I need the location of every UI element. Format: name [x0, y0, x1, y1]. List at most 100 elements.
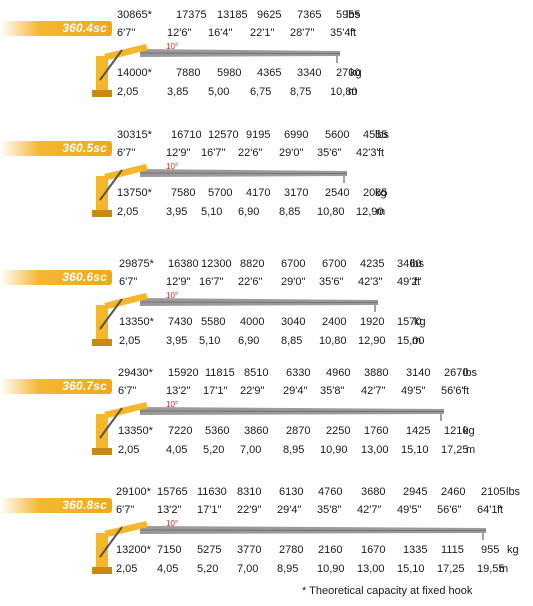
base — [92, 339, 112, 346]
ft-value: 13'2" — [157, 504, 182, 516]
m-value: 5,20 — [197, 563, 219, 575]
model-tag: 360.6sc — [0, 270, 112, 285]
ft-row: 6'7"12'6"16'4"22'1"28'7"35'4"ft — [0, 26, 533, 40]
ram — [99, 49, 123, 81]
m-value: 4,05 — [166, 444, 188, 456]
lbs-value: 9625 — [257, 9, 282, 21]
kg-value: 1570 — [397, 316, 422, 328]
kg-value: 7220 — [168, 425, 193, 437]
ft-value: 49'5" — [397, 504, 422, 516]
kg-value: 13750* — [117, 187, 152, 199]
lbs-value: 5955 — [336, 9, 361, 21]
kg-value: 13350* — [119, 316, 154, 328]
base — [92, 448, 112, 455]
angle-label: 10° — [166, 42, 179, 51]
lbs-value: 3140 — [406, 367, 431, 379]
kg-value: 2400 — [322, 316, 347, 328]
m-value: 10,80 — [330, 86, 358, 98]
m-value: 2,05 — [118, 444, 140, 456]
lbs-value: 3680 — [361, 486, 386, 498]
ft-value: 12'9" — [166, 276, 191, 288]
lbs-value: 12300 — [201, 258, 232, 270]
kg-value: 2870 — [286, 425, 311, 437]
kg-value: 4365 — [257, 67, 282, 79]
kg-value: 2160 — [318, 544, 343, 556]
lbs-value: 2945 — [403, 486, 428, 498]
m-value: 19,55 — [477, 563, 505, 575]
column — [96, 305, 108, 341]
m-value: 2,05 — [116, 563, 138, 575]
ft-value: 6'7" — [117, 147, 136, 159]
m-value: 5,20 — [203, 444, 225, 456]
column — [96, 414, 108, 450]
ft-value: 12'9" — [166, 147, 191, 159]
ft-value: 64'1" — [477, 504, 502, 516]
ft-value: 35'4" — [330, 27, 355, 39]
m-value: 12,90 — [356, 206, 384, 218]
kg-value: 5275 — [197, 544, 222, 556]
lbs-value: 11630 — [197, 486, 227, 498]
kg-value: 3040 — [281, 316, 306, 328]
kg-unit: kg — [375, 187, 387, 199]
lbs-unit: lbs — [410, 258, 425, 270]
m-value: 2,05 — [117, 206, 139, 218]
ft-value: 42'3" — [358, 276, 383, 288]
m-value: 6,90 — [238, 335, 260, 347]
ft-value: 35'8" — [320, 385, 345, 397]
m-value: 15,10 — [397, 563, 425, 575]
kg-value: 7430 — [168, 316, 193, 328]
kg-value: 2700 — [336, 67, 361, 79]
kg-value: 5700 — [208, 187, 233, 199]
ft-value: 22'9" — [240, 385, 265, 397]
ft-value: 6'7" — [116, 504, 135, 516]
lbs-value: 7365 — [297, 9, 322, 21]
ft-unit: ft — [378, 147, 385, 159]
kg-value: 1115 — [441, 544, 464, 556]
model-tag: 360.4sc — [0, 21, 112, 36]
m-value: 4,05 — [157, 563, 179, 575]
kg-value: 2780 — [279, 544, 304, 556]
crane-diagram — [92, 44, 341, 97]
ft-unit: ft — [497, 504, 504, 516]
ft-value: 35'6" — [319, 276, 344, 288]
kg-unit: kg — [414, 316, 426, 328]
m-value: 7,00 — [237, 563, 259, 575]
inner-boom — [104, 402, 148, 418]
boom-line — [139, 529, 487, 531]
ft-value: 29'4" — [283, 385, 308, 397]
ft-value: 29'0" — [279, 147, 304, 159]
lbs-value: 4235 — [360, 258, 385, 270]
model-name: 360.8sc — [62, 498, 107, 512]
lbs-value: 6700 — [281, 258, 306, 270]
m-unit: m — [376, 206, 386, 218]
m-unit: m — [348, 86, 358, 98]
ram — [99, 407, 123, 439]
ft-row: 6'7"13'2"17'1"22'9"29'4"35'8"42'7"49'5"5… — [0, 384, 533, 398]
lbs-value: 3880 — [364, 367, 389, 379]
ft-row: 6'7"12'9"16'7"22'6"29'0"35'6"42'3"49'2"f… — [0, 275, 533, 289]
angle-label: 10° — [166, 519, 179, 528]
column — [96, 56, 108, 92]
lbs-value: 4960 — [326, 367, 351, 379]
m-value: 7,00 — [240, 444, 262, 456]
lbs-value: 8820 — [240, 258, 265, 270]
inner-boom — [104, 164, 148, 180]
angle-label: 10° — [166, 291, 179, 300]
lbs-value: 30315* — [117, 129, 152, 141]
lbs-value: 29430* — [118, 367, 153, 379]
m-value: 17,25 — [441, 444, 469, 456]
crane-diagram — [92, 402, 445, 455]
m-unit: m — [499, 563, 509, 575]
kg-value: 3770 — [237, 544, 262, 556]
lbs-value: 15765 — [157, 486, 188, 498]
lbs-value: 9195 — [246, 129, 271, 141]
kg-unit: kg — [507, 544, 519, 556]
ft-value: 22'6" — [238, 276, 263, 288]
m-value: 13,00 — [357, 563, 385, 575]
ft-value: 49'2" — [397, 276, 422, 288]
lbs-value: 11815 — [205, 367, 235, 379]
